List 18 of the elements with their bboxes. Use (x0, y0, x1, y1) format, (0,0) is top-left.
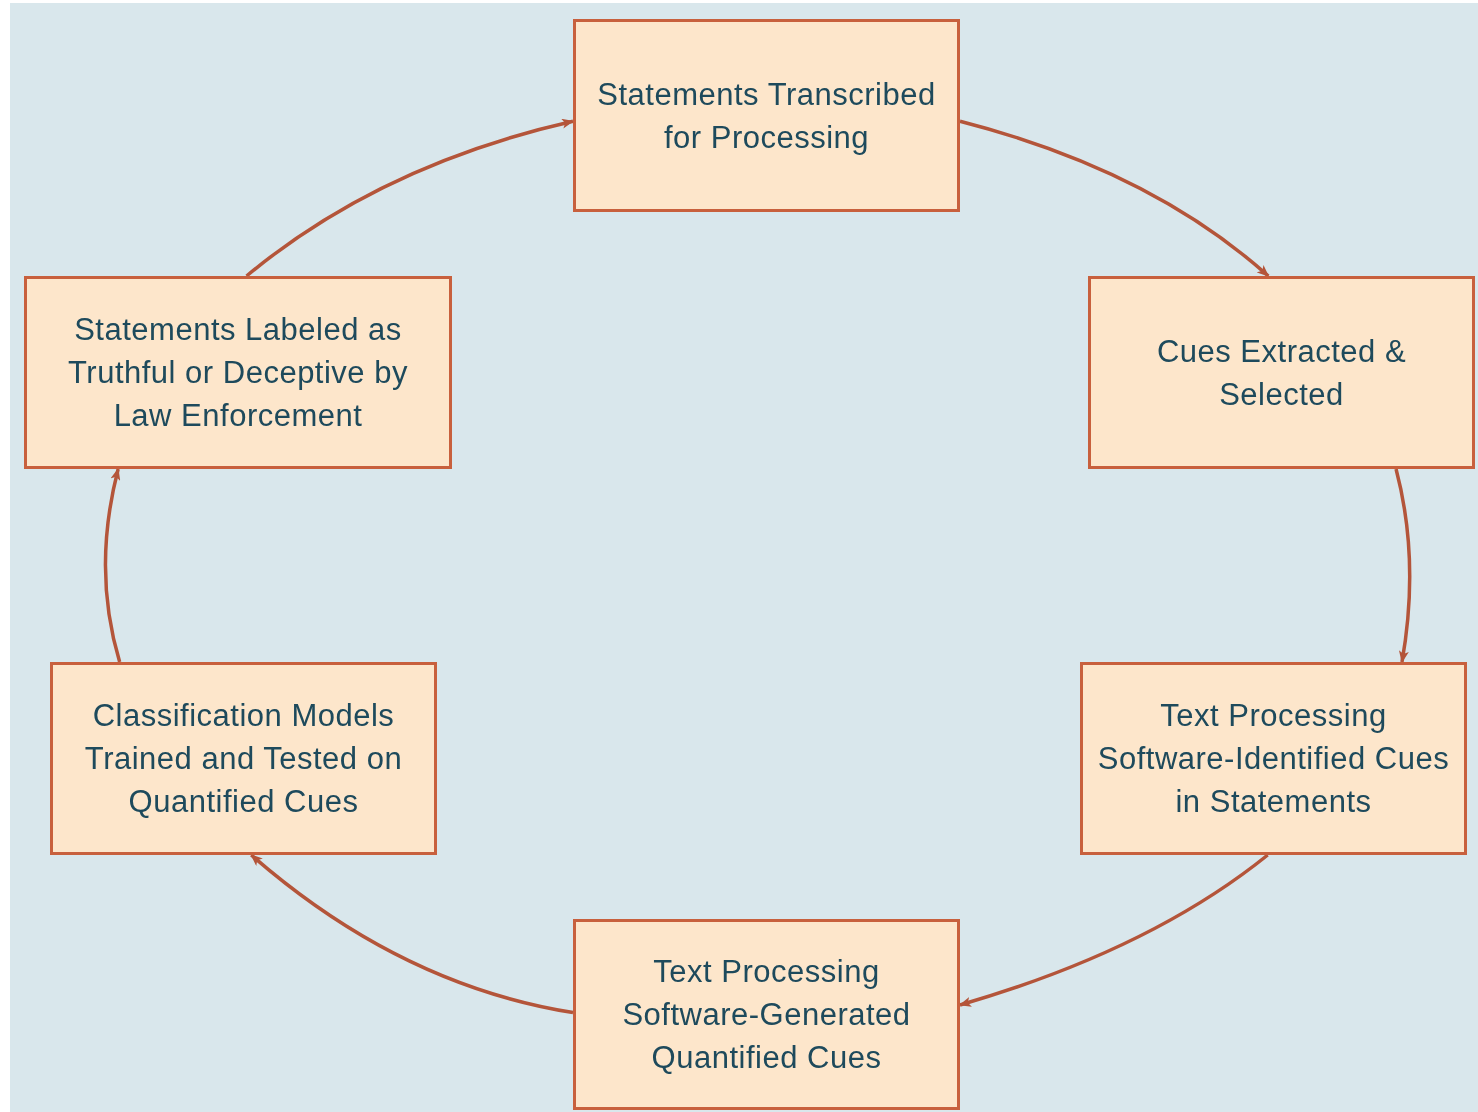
box-text: Text Processing Software-Generated Quantified Cues (621, 953, 912, 1077)
curved-arrow (959, 119, 1270, 278)
box-text: Cues Extracted & Selected (1155, 332, 1408, 414)
curved-arrow (250, 853, 574, 1015)
curved-arrow (1394, 468, 1412, 663)
process-box (1080, 662, 1467, 855)
box-text: Statements Transcribed for Processing (596, 75, 937, 157)
curved-arrow (959, 853, 1269, 1007)
process-box (50, 662, 437, 855)
process-box (1088, 276, 1475, 469)
curved-arrow (103, 468, 122, 663)
box-text: Classification Models Trained and Tested on Quantified Cues (83, 697, 404, 821)
process-box (24, 276, 452, 469)
process-box (573, 919, 960, 1110)
box-text: Text Processing Software-Identified Cues in Statements (1096, 697, 1451, 821)
box-text: Statements Labeled as Truthful or Deceptive by Law Enforcement (67, 311, 409, 435)
curved-arrow (245, 119, 574, 278)
process-box (573, 19, 960, 212)
